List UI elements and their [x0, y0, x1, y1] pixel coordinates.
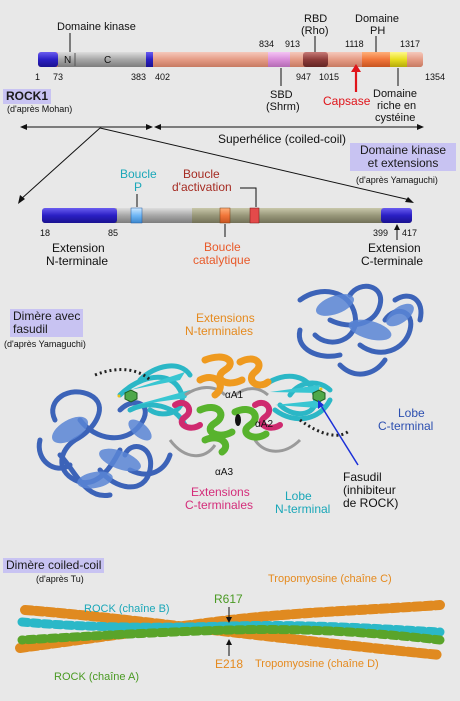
num-85: 85	[108, 228, 118, 238]
num-834: 834	[259, 39, 274, 49]
rock1-kinase-domain-label: Domaine kinase	[57, 21, 136, 33]
kinase-n-lobe-segment	[117, 208, 192, 223]
num-18: 18	[40, 228, 50, 238]
rock1-sbd-label: SBD(Shrm)	[266, 89, 300, 113]
catalytic-loop-segment	[219, 207, 231, 224]
num-1015: 1015	[319, 72, 339, 82]
rock1-kinase-c-extension	[146, 52, 153, 67]
rock-a-label: ROCK (chaîne A)	[54, 671, 139, 683]
n-terminal-extensions	[196, 353, 272, 399]
rock1-n-lobe-label: N	[64, 55, 71, 66]
rock1-residue-numbers: 834 913 1118 1317 1 73 383 402 947 1015 …	[35, 39, 445, 82]
num-1354: 1354	[425, 72, 445, 82]
rock1-title: ROCK1	[3, 89, 52, 104]
rock1-ph-domain	[362, 52, 390, 67]
alpha-a1-label: αA1	[225, 390, 243, 401]
dimer-cc-source: (d'après Tu)	[36, 574, 84, 584]
grey-loops	[94, 368, 352, 458]
r617-label: R617	[214, 592, 243, 606]
alpha-a3-helices	[196, 404, 270, 456]
num-1317: 1317	[400, 39, 420, 49]
num-947: 947	[296, 72, 311, 82]
rock1-source: (d'après Mohan)	[7, 104, 73, 114]
rock-b-label: ROCK (chaîne B)	[84, 603, 170, 615]
rock1-domain-bar	[38, 52, 423, 67]
dimer-fasudil-structure	[36, 283, 424, 498]
tropo-d-label: Tropomyosine (chaîne D)	[255, 658, 379, 670]
kinase-c-extension-segment	[381, 208, 412, 223]
alpha-a3-label: αA3	[215, 467, 233, 478]
rock1-rbd-label: RBD(Rho)	[301, 13, 329, 37]
rock1-crd-domain	[390, 52, 407, 67]
rock-chain-a	[17, 625, 445, 645]
kinase-residue-numbers: 18 85 399 417	[40, 228, 417, 238]
dimer-fasudil-title: Dimère avec fasudil	[10, 309, 84, 337]
fasudil-pointer	[319, 403, 359, 466]
capsase-arrowhead	[351, 64, 361, 72]
activation-loop-pointer	[240, 187, 257, 207]
fasudil-molecules	[117, 387, 326, 403]
kinase-n-extension-segment	[42, 208, 117, 223]
num-417: 417	[402, 228, 417, 238]
e218-label: E218	[215, 657, 243, 671]
rock1-c-terminal-tail	[407, 52, 423, 67]
c-terminal-extensions	[172, 399, 283, 431]
dimer-axis-marker	[235, 414, 241, 426]
num-1: 1	[35, 72, 40, 82]
num-1118: 1118	[345, 39, 364, 49]
dimer-fasudil-source: (d'après Yamaguchi)	[4, 339, 86, 349]
kinase-extension-bar	[42, 207, 412, 224]
rock1-rbd-domain	[303, 52, 328, 67]
num-913: 913	[285, 39, 300, 49]
kinase-ext-source: (d'après Yamaguchi)	[356, 175, 438, 185]
capsase-label: Capsase	[323, 94, 371, 108]
num-73: 73	[53, 72, 63, 82]
p-loop-segment	[130, 207, 143, 224]
num-402: 402	[155, 72, 170, 82]
alpha-a2-label: αA2	[255, 419, 273, 430]
rock1-kinase-domain	[58, 52, 146, 67]
coiled-coil-label: Superhélice (coiled-coil)	[218, 132, 346, 146]
zoom-line-right	[99, 127, 411, 201]
rock1-c-lobe-label: C	[104, 55, 111, 66]
zoom-line-left	[19, 127, 101, 201]
num-383: 383	[131, 72, 146, 82]
kinase-ext-title: Domaine kinase et extensions	[350, 143, 456, 171]
coiled-coil-structure	[15, 600, 445, 660]
rock1-sbd-domain	[268, 52, 290, 67]
tropo-c-label: Tropomyosine (chaîne C)	[268, 573, 392, 585]
rock1-kinase-n-extension	[38, 52, 58, 67]
activation-loop-segment	[249, 207, 260, 224]
num-399: 399	[373, 228, 388, 238]
dimer-cc-title: Dimère coiled-coil	[3, 558, 105, 573]
